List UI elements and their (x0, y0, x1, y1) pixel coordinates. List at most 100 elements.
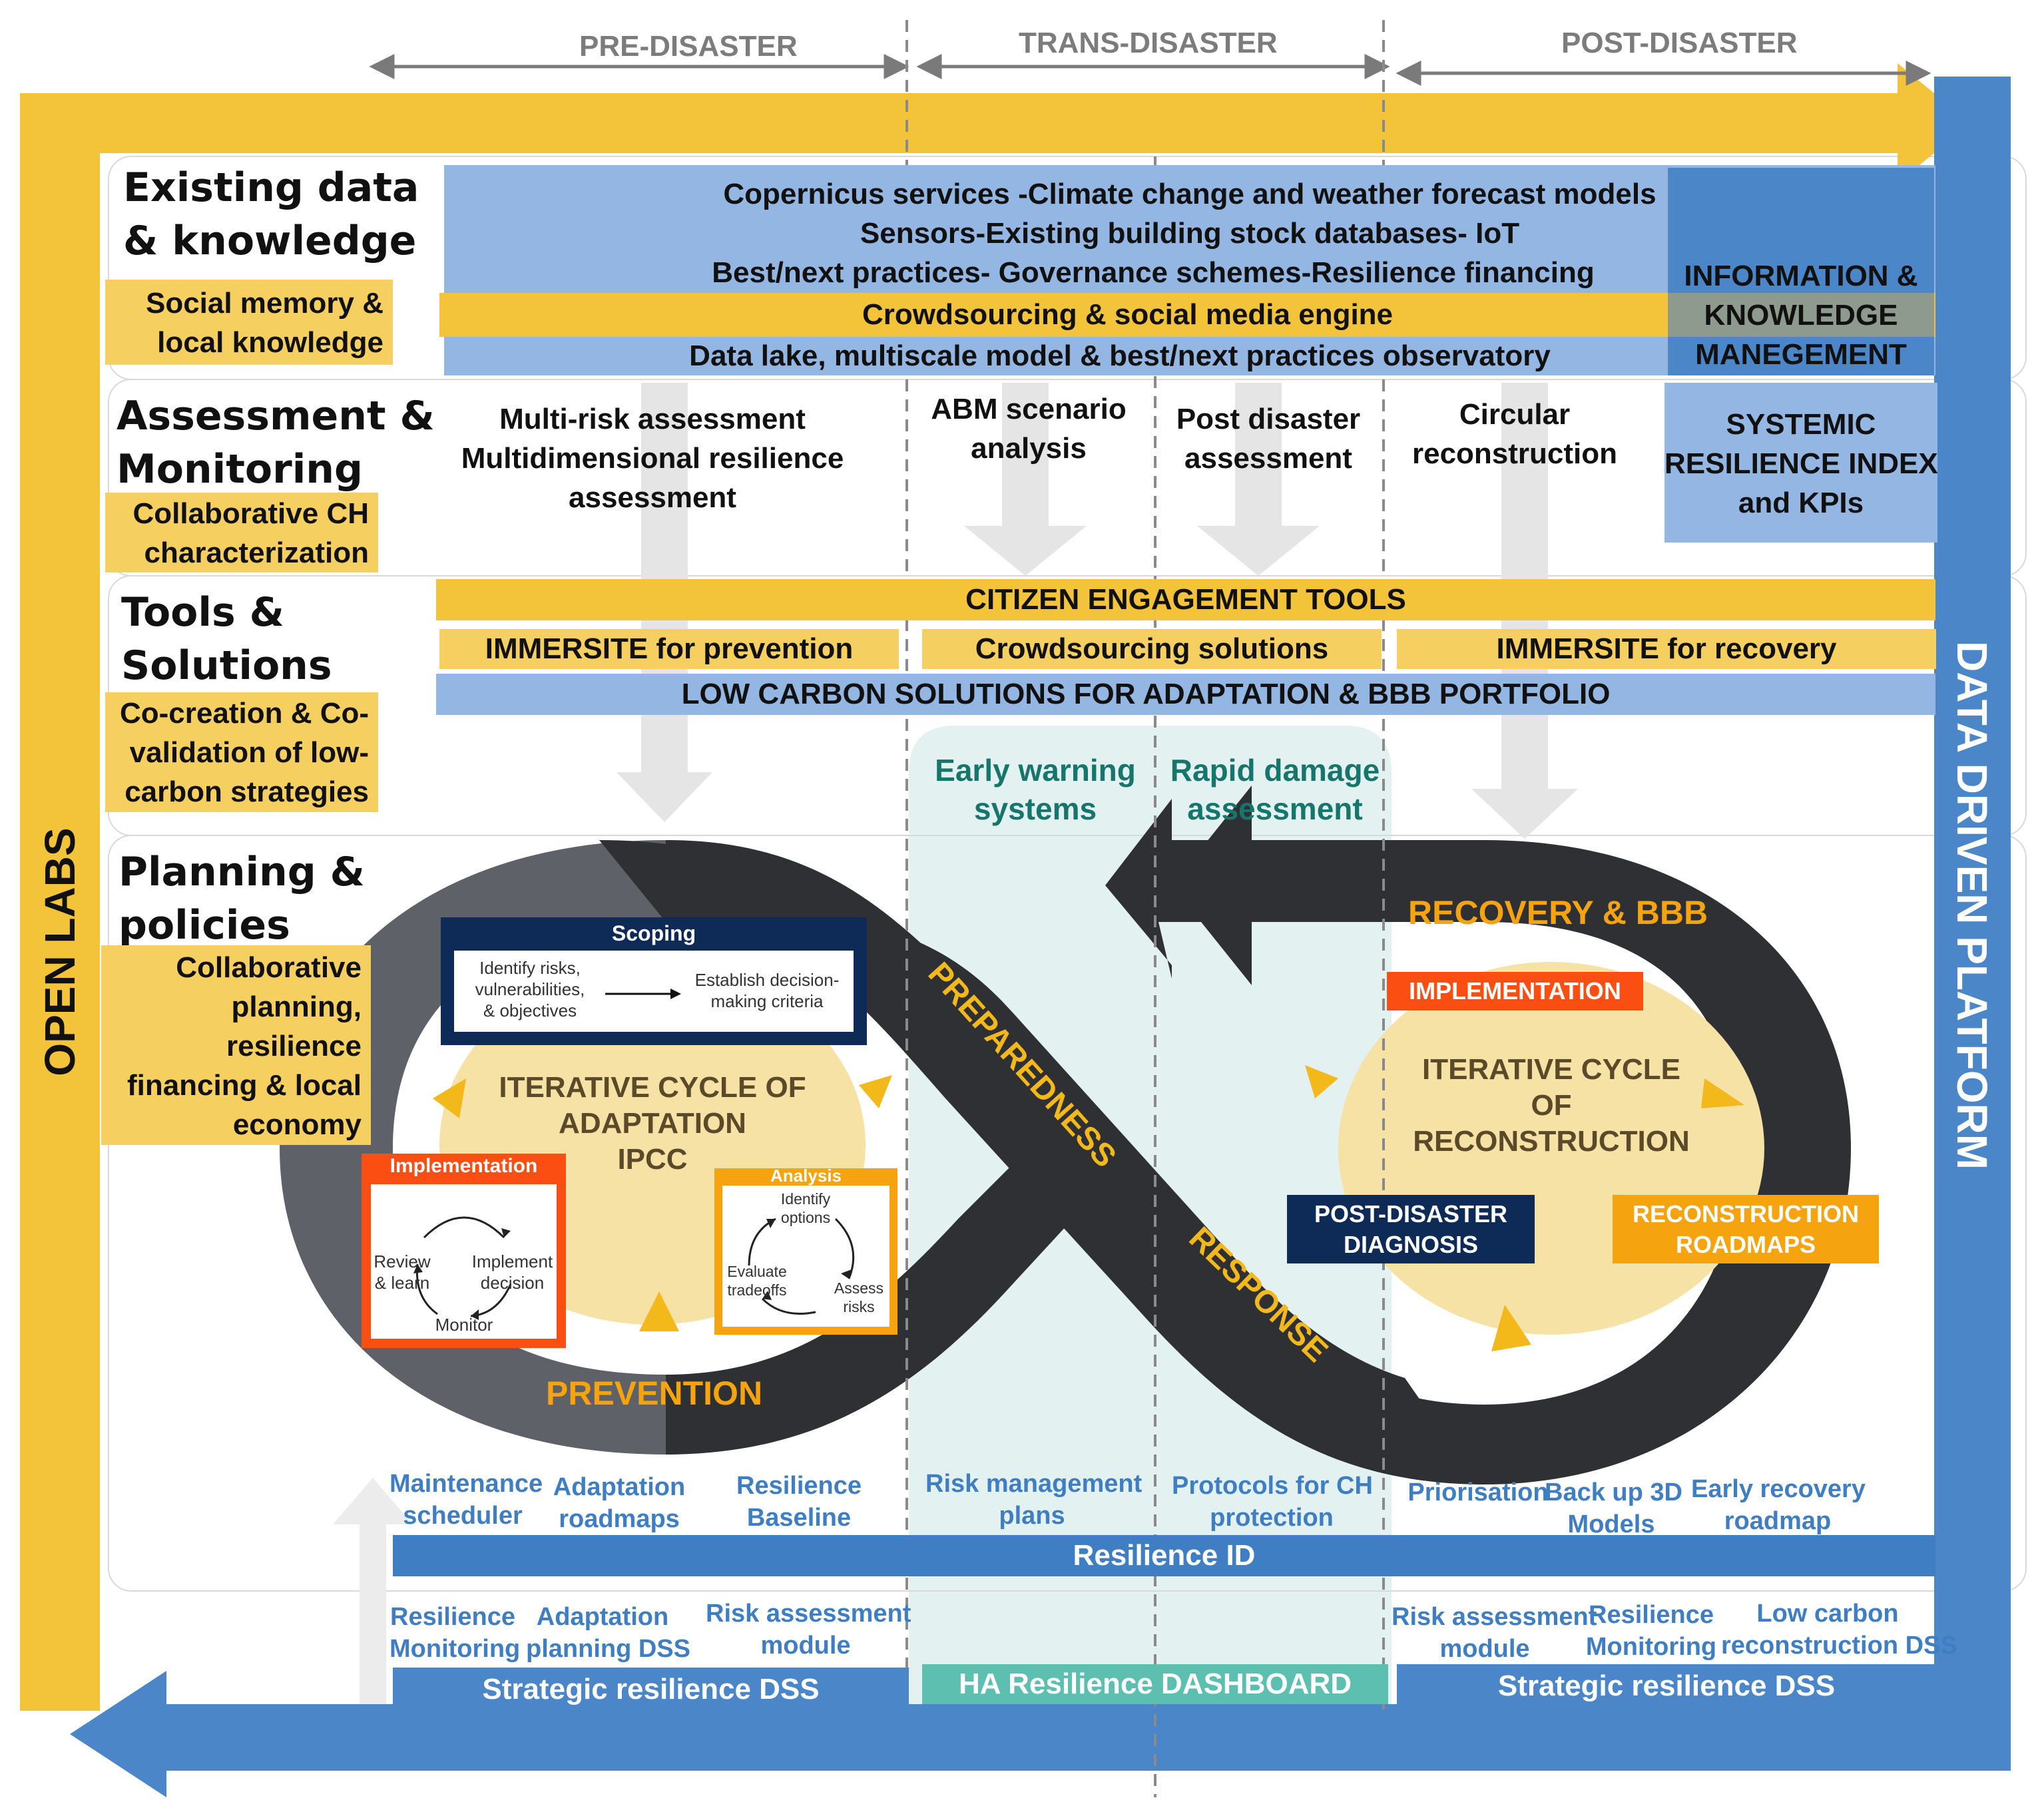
assessment-col4-line2: reconstruction (1411, 437, 1618, 470)
low-carbon-dss: Low carbon reconstruction DSS (1721, 1598, 1957, 1662)
res-monitoring-left-2: Monitoring (389, 1635, 521, 1663)
existing-title: Existing data & knowledge (123, 161, 419, 268)
strategic-dss-right: Strategic resilience DSS (1397, 1664, 1936, 1707)
citizen-engagement-label: CITIZEN ENGAGEMENT TOOLS (965, 583, 1406, 616)
existing-band-line3: Best/next practices- Governance schemes-… (712, 256, 1595, 289)
analysis-box: Analysis Identify options Assess risks E… (714, 1166, 897, 1335)
priorisation: Priorisation (1405, 1476, 1551, 1508)
risk-management-line1: Risk management (925, 1470, 1143, 1498)
impl-monitor-text: Monitor (435, 1315, 493, 1335)
risk-module-right-2: module (1439, 1635, 1530, 1663)
analysis-title: Analysis (770, 1166, 842, 1186)
planning-title-line1: Planning & (119, 849, 365, 895)
scoping-identify-text: Identify risks, vulnerabilities, & objec… (463, 957, 597, 1021)
info-knowledge-line2: KNOWLEDGE (1704, 299, 1898, 332)
assessment-title: Assessment & Monitoring (117, 389, 435, 496)
adaptation-roadmaps-line2: roadmaps (559, 1505, 680, 1533)
maintenance-line1: Maintenance (389, 1470, 543, 1498)
risk-module-right-1: Risk assessment (1392, 1603, 1597, 1631)
priorisation-line1: Priorisation (1407, 1478, 1549, 1506)
reconstruction-roadmaps-text: RECONSTRUCTION ROADMAPS (1613, 1199, 1879, 1260)
tools-title-line2: Solutions (121, 642, 332, 689)
adaptation-roadmaps: Adaptation roadmaps (553, 1471, 686, 1535)
protocols-ch: Protocols for CH protection (1172, 1470, 1373, 1534)
recovery-label: RECOVERY & BBB (1408, 894, 1708, 931)
planning-note-line2: planning, (231, 991, 362, 1023)
impl-review-2: & learn (374, 1273, 430, 1293)
assessment-title-line1: Assessment & (117, 393, 435, 439)
reconstruction-line3: RECONSTRUCTION (1413, 1125, 1690, 1158)
assessment-col3: Post disaster assessment (1162, 399, 1375, 478)
systemic-index-text: SYSTEMIC RESILIENCE INDEX and KPIs (1664, 405, 1938, 523)
maintenance-scheduler: Maintenance scheduler (389, 1468, 543, 1532)
impl-decision-1: Implement (471, 1251, 553, 1271)
data-lake-label: Data lake, multiscale model & best/next … (689, 339, 1551, 372)
strategic-dss-right-label: Strategic resilience DSS (1497, 1669, 1836, 1702)
adaptation-line2: ADAPTATION (559, 1107, 746, 1140)
info-knowledge-line1: INFORMATION & (1684, 260, 1918, 292)
analysis-assess-2: risks (843, 1298, 875, 1315)
backup-line1: Back up 3D (1545, 1478, 1682, 1506)
assessment-note-line2: characterization (144, 537, 369, 569)
citizen-engagement-band: CITIZEN ENGAGEMENT TOOLS (436, 579, 1935, 620)
planning-note: Collaborative planning, resilience finan… (101, 945, 371, 1145)
tools-note-line1: Co-creation & Co- (120, 697, 369, 730)
adaptation-dss-2: planning DSS (526, 1635, 690, 1663)
ha-dashboard-label: HA Resilience DASHBOARD (958, 1668, 1352, 1700)
roadmaps-line2: ROADMAPS (1675, 1231, 1816, 1258)
assessment-note: Collaborative CH characterization (105, 493, 378, 572)
assessment-col2-line1: ABM scenario (931, 393, 1127, 425)
scoping-content: Identify risks, vulnerabilities, & objec… (454, 951, 854, 1032)
post-diagnosis-line2: DIAGNOSIS (1343, 1231, 1479, 1258)
implementation-cycle-icon (413, 1216, 512, 1320)
existing-note: Social memory & local knowledge (105, 280, 393, 365)
res-monitoring-right-2: Monitoring (1585, 1633, 1717, 1661)
assessment-col1: Multi-risk assessment Multidimensional r… (453, 399, 852, 517)
scoping-left-3: & objectives (483, 1001, 577, 1020)
implementation-tag: IMPLEMENTATION (1387, 972, 1643, 1011)
prevention-label: PREVENTION (546, 1375, 763, 1412)
existing-note-line2: local knowledge (157, 326, 383, 359)
assessment-col1-line1: Multi-risk assessment (499, 403, 806, 435)
phase-pre-disaster: PRE-DISASTER (579, 30, 798, 63)
info-knowledge-overlap (1668, 293, 1934, 337)
analysis-evaluate-text: Evaluate tradeoffs (724, 1262, 790, 1299)
ha-resilience-dashboard: HA Resilience DASHBOARD (922, 1664, 1388, 1704)
analysis-cycle-icon (748, 1218, 855, 1315)
analysis-assess-text: Assess risks (829, 1279, 889, 1316)
immersite-prevention-label: IMMERSITE for prevention (485, 632, 854, 665)
assessment-col3-line1: Post disaster (1176, 403, 1361, 435)
adaptation-dss-1: Adaptation (536, 1603, 669, 1631)
analysis-eval-1: Evaluate (727, 1263, 787, 1280)
low-carbon-band: LOW CARBON SOLUTIONS FOR ADAPTATION & BB… (436, 674, 1935, 715)
res-monitoring-right-1: Resilience (1589, 1601, 1714, 1629)
impl-review-1: Review (374, 1251, 431, 1271)
assessment-col2-line2: analysis (971, 432, 1087, 465)
tools-note: Co-creation & Co- validation of low- car… (105, 692, 378, 812)
phase-post-disaster: POST-DISASTER (1561, 27, 1798, 59)
impl-review-text: Review & learn (372, 1251, 432, 1293)
low-carbon-label: LOW CARBON SOLUTIONS FOR ADAPTATION & BB… (681, 678, 1611, 710)
immersite-recovery-label: IMMERSITE for recovery (1496, 632, 1837, 665)
adaptation-roadmaps-line1: Adaptation (553, 1473, 686, 1501)
tools-title-line1: Tools & (121, 589, 284, 636)
implementation-box: Implementation Review & learn Implement … (362, 1154, 566, 1348)
scoping-right-1: Establish decision- (694, 970, 840, 990)
backup-3d-models: Back up 3D Models (1545, 1476, 1682, 1540)
planning-title-line2: policies (119, 902, 290, 949)
implementation-title: Implementation (389, 1155, 538, 1177)
scoping-title: Scoping (611, 921, 696, 945)
open-labs-label: OPEN LABS (36, 827, 84, 1076)
existing-title-line1: Existing data (123, 164, 419, 211)
analysis-content: Identify options Assess risks Evaluate t… (722, 1186, 890, 1327)
assessment-title-line2: Monitoring (117, 446, 363, 493)
scoping-box: Scoping Identify risks, vulnerabilities,… (441, 917, 867, 1045)
analysis-identify-1: Identify (780, 1190, 831, 1208)
data-platform-label: DATA DRIVEN PLATFORM (1948, 641, 1996, 1170)
resilience-baseline-line2: Baseline (746, 1504, 852, 1532)
scoping-arrow-icon (605, 989, 681, 999)
risk-assessment-module-right: Risk assessment module (1392, 1601, 1597, 1665)
planning-note-line5: economy (232, 1108, 362, 1141)
assessment-col2: ABM scenario analysis (919, 389, 1139, 468)
adaptation-cycle-title: ITERATIVE CYCLE OF ADAPTATION IPCC (466, 1070, 839, 1178)
